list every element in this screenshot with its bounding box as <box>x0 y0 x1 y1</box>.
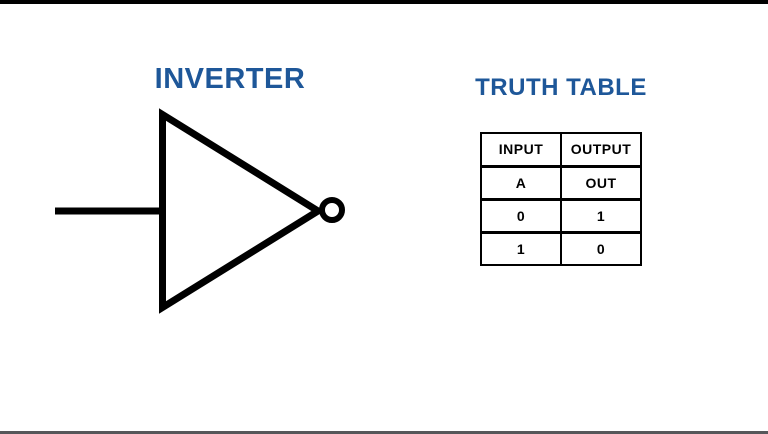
truth-table-header-output: OUTPUT <box>560 132 642 167</box>
truth-table-title: TRUTH TABLE <box>475 74 647 101</box>
truth-table-header-row: INPUT OUTPUT <box>480 132 642 167</box>
gate-triangle-body <box>159 108 325 314</box>
truth-table-cell-output: 1 <box>560 197 642 233</box>
truth-table-cell-input: 0 <box>480 197 562 233</box>
truth-table-signal-input: A <box>480 164 562 200</box>
truth-table: INPUT OUTPUT A OUT 0 1 1 0 <box>480 132 642 266</box>
truth-table-header-input: INPUT <box>480 132 562 167</box>
bottom-border-bar <box>0 431 768 434</box>
truth-table-row: 1 0 <box>480 230 642 266</box>
top-border-bar <box>0 0 768 4</box>
gate-title: INVERTER <box>154 63 306 95</box>
truth-table-cell-output: 0 <box>560 230 642 266</box>
inverter-gate-icon <box>55 108 345 314</box>
truth-table-cell-input: 1 <box>480 230 562 266</box>
truth-table-signal-row: A OUT <box>480 164 642 200</box>
gate-inversion-bubble <box>319 197 345 223</box>
truth-table-signal-output: OUT <box>560 164 642 200</box>
truth-table-row: 0 1 <box>480 197 642 233</box>
